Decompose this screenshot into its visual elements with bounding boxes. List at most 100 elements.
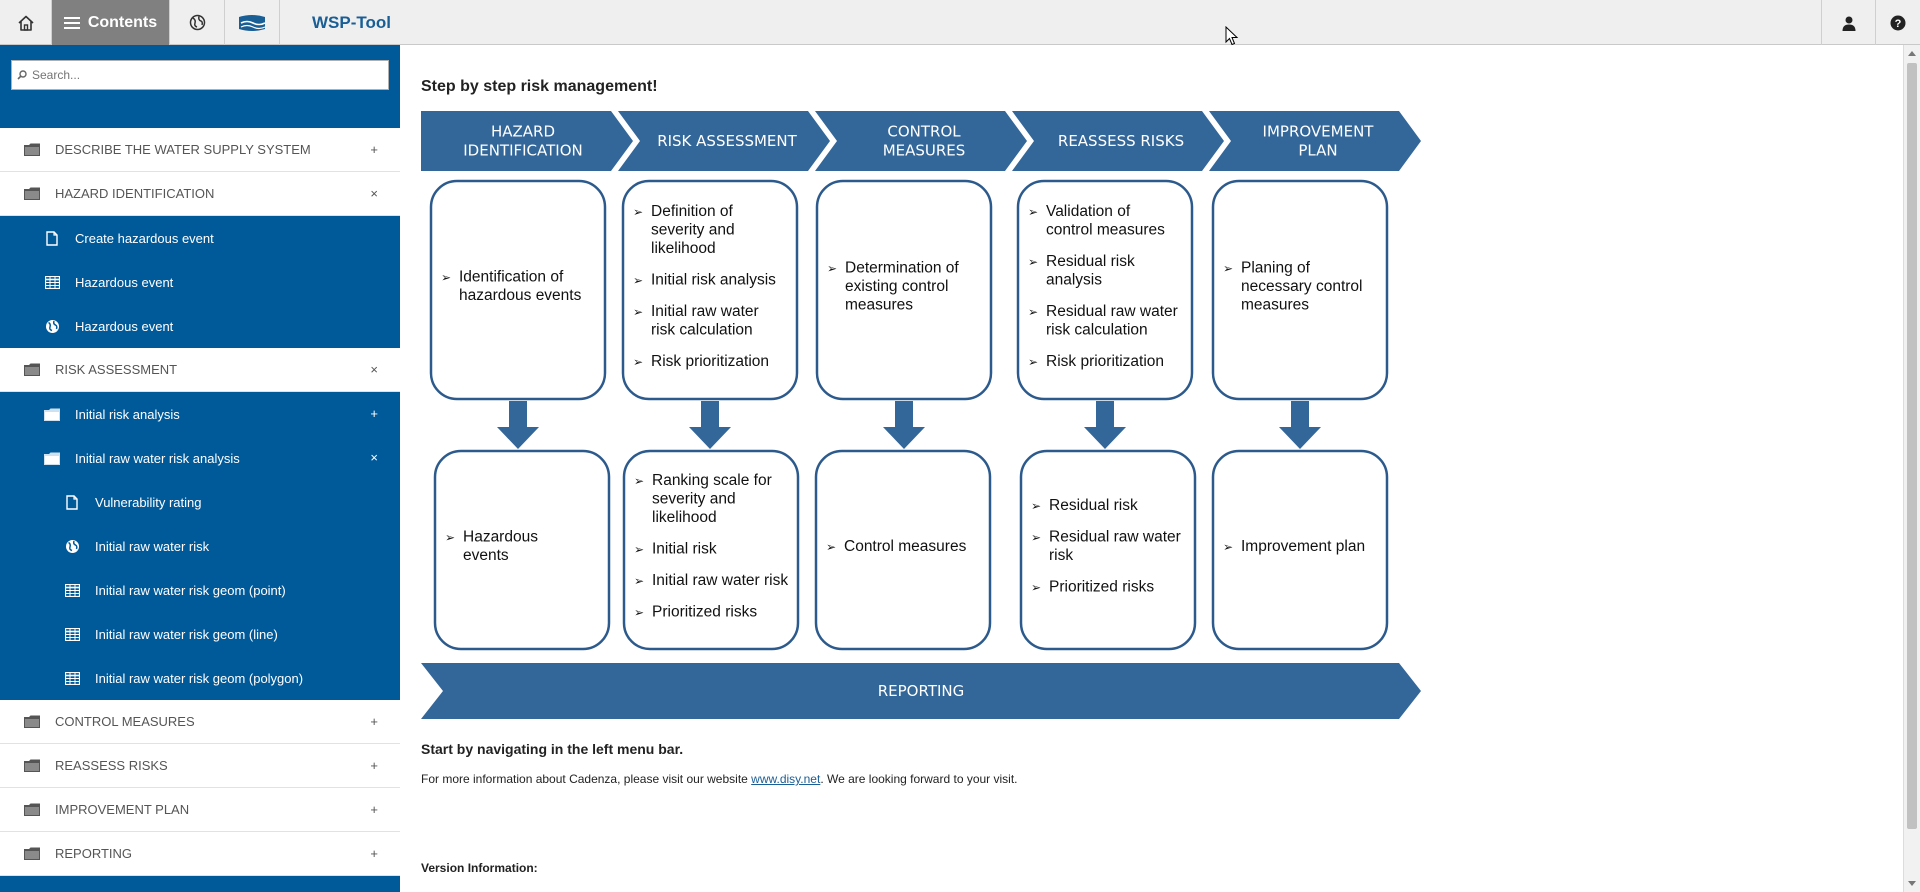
globe-icon	[63, 538, 81, 554]
reporting-banner: REPORTING	[421, 663, 1421, 719]
reporting-title: REPORTING	[878, 682, 965, 700]
sidebar-item-reassess-risks[interactable]: REASSESS RISKS +	[0, 744, 400, 788]
scroll-up-arrow-icon[interactable]	[1907, 49, 1917, 57]
output-box	[1211, 449, 1389, 651]
mouse-cursor-icon	[1225, 26, 1239, 46]
collapse-toggle[interactable]: ×	[370, 362, 378, 377]
sidebar-item-risk-geom-point[interactable]: Initial raw water risk geom (point)	[0, 568, 400, 612]
sidebar-item-label: REASSESS RISKS	[55, 758, 168, 773]
folder-icon	[23, 714, 41, 730]
bullet-arrow-icon: ➢	[827, 261, 837, 275]
sidebar-item-hazardous-event-table[interactable]: Hazardous event	[0, 260, 400, 304]
bullet-arrow-icon: ➢	[634, 574, 644, 588]
sidebar-item-label: Initial risk analysis	[75, 406, 180, 422]
output-item: Improvement plan	[1241, 538, 1365, 555]
down-arrow-icon	[1279, 401, 1321, 449]
output-item: Prioritized risks	[1049, 579, 1154, 596]
search-input[interactable]	[27, 67, 388, 83]
down-arrow-icon	[1084, 401, 1126, 449]
sidebar-item-vulnerability-rating[interactable]: Vulnerability rating	[0, 480, 400, 524]
sidebar-item-reporting[interactable]: REPORTING +	[0, 832, 400, 876]
sidebar-item-label: Hazardous event	[75, 274, 174, 290]
app-title: WSP-Tool	[312, 13, 391, 32]
sidebar-item-label: Initial raw water risk	[95, 538, 210, 554]
user-button[interactable]	[1821, 0, 1876, 45]
expand-toggle[interactable]: +	[370, 142, 378, 157]
expand-toggle[interactable]: +	[370, 802, 378, 817]
output-box	[433, 449, 611, 651]
sidebar-item-hazardous-event-map[interactable]: Hazardous event	[0, 304, 400, 348]
website-link[interactable]: www.disy.net	[751, 772, 821, 786]
down-arrow-icon	[497, 401, 539, 449]
step-chevron	[1012, 111, 1224, 171]
sidebar-item-label: DESCRIBE THE WATER SUPPLY SYSTEM	[55, 142, 311, 157]
info-text: For more information about Cadenza, plea…	[421, 772, 1018, 786]
sidebar-item-describe-water-supply[interactable]: DESCRIBE THE WATER SUPPLY SYSTEM +	[0, 128, 400, 172]
sidebar-item-label: Hazardous event	[75, 318, 174, 334]
menu-icon	[63, 16, 80, 29]
sidebar-item-create-hazardous-event[interactable]: Create hazardous event	[0, 216, 400, 260]
expand-toggle[interactable]: +	[370, 846, 378, 861]
sidebar-item-initial-raw-water-risk-analysis[interactable]: Initial raw water risk analysis ×	[0, 436, 400, 480]
document-icon	[43, 230, 61, 246]
help-button[interactable]: ?	[1875, 0, 1920, 45]
document-icon	[63, 494, 81, 510]
folder-icon	[23, 362, 41, 378]
sidebar-item-label: HAZARD IDENTIFICATION	[55, 186, 215, 201]
scroll-down-arrow-icon[interactable]	[1907, 880, 1917, 888]
sidebar-item-control-measures[interactable]: CONTROL MEASURES +	[0, 700, 400, 744]
app-logo-button[interactable]	[225, 0, 280, 45]
sidebar-item-risk-geom-line[interactable]: Initial raw water risk geom (line)	[0, 612, 400, 656]
bullet-arrow-icon: ➢	[634, 543, 644, 557]
table-icon	[63, 582, 81, 598]
sidebar-item-label: Initial raw water risk analysis	[75, 450, 240, 466]
scrollbar-thumb[interactable]	[1907, 63, 1917, 829]
expand-toggle[interactable]: +	[370, 714, 378, 729]
sidebar-item-initial-raw-water-risk[interactable]: Initial raw water risk	[0, 524, 400, 568]
info-text-before: For more information about Cadenza, plea…	[421, 772, 752, 786]
table-icon	[63, 670, 81, 686]
bullet-arrow-icon: ➢	[826, 540, 836, 554]
sidebar-item-label: REPORTING	[55, 846, 133, 861]
collapse-toggle[interactable]: ×	[370, 450, 378, 465]
contents-label: Contents	[87, 13, 158, 31]
collapse-toggle[interactable]: ×	[370, 186, 378, 201]
user-icon	[1842, 16, 1856, 31]
step-chevron	[815, 111, 1027, 171]
bullet-arrow-icon: ➢	[445, 531, 455, 545]
output-item: Residual risk	[1049, 497, 1138, 514]
page-scrollbar[interactable]	[1903, 45, 1920, 892]
home-button[interactable]	[0, 0, 52, 45]
sidebar-item-initial-risk-analysis[interactable]: Initial risk analysis +	[0, 392, 400, 436]
output-item: Control measures	[844, 538, 967, 555]
sidebar-item-improvement-plan[interactable]: IMPROVEMENT PLAN +	[0, 788, 400, 832]
reporting-chevron	[421, 663, 1421, 719]
sidebar-item-risk-geom-polygon[interactable]: Initial raw water risk geom (polygon)	[0, 656, 400, 700]
map-button[interactable]	[170, 0, 225, 45]
task-item: Initial risk analysis	[651, 271, 776, 288]
sidebar: DESCRIBE THE WATER SUPPLY SYSTEM + HAZAR…	[0, 45, 400, 892]
expand-toggle[interactable]: +	[370, 406, 378, 421]
bullet-arrow-icon: ➢	[633, 305, 643, 319]
info-text-after: . We are looking forward to your visit.	[820, 772, 1018, 786]
sidebar-item-label: Initial raw water risk geom (point)	[95, 582, 286, 598]
folder-icon	[23, 186, 41, 202]
bullet-arrow-icon: ➢	[1031, 581, 1041, 595]
expand-toggle[interactable]: +	[370, 758, 378, 773]
version-information-label: Version Information:	[421, 861, 538, 875]
sidebar-item-hazard-identification[interactable]: HAZARD IDENTIFICATION ×	[0, 172, 400, 216]
search-box[interactable]	[11, 60, 389, 90]
sidebar-item-risk-assessment[interactable]: RISK ASSESSMENT ×	[0, 348, 400, 392]
output-item: Initial risk	[652, 541, 717, 558]
folder-icon	[23, 846, 41, 862]
contents-button[interactable]: Contents	[52, 0, 170, 45]
bullet-arrow-icon: ➢	[633, 273, 643, 287]
search-icon	[17, 70, 27, 80]
down-arrow-icon	[883, 401, 925, 449]
